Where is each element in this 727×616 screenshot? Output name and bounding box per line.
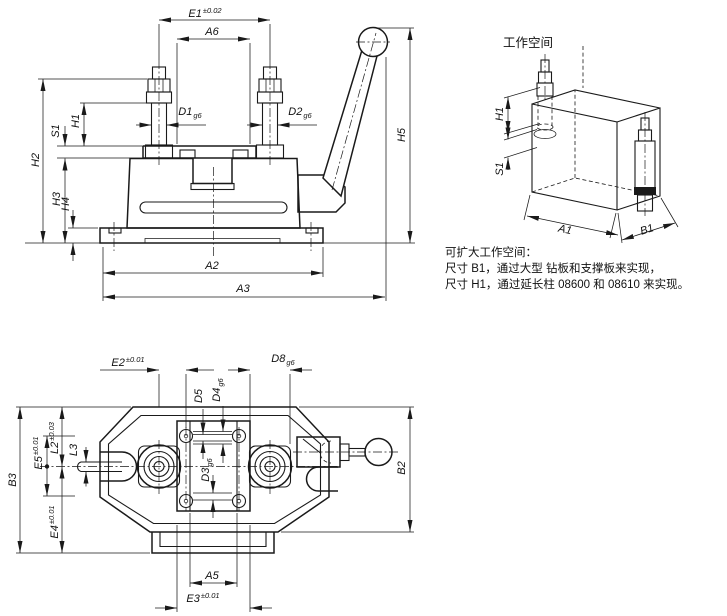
dim-label-l2: L2±0.03 bbox=[47, 422, 61, 454]
ws-dim-label-s1: S1 bbox=[494, 162, 506, 176]
dim-label-d8: D8g6 bbox=[271, 353, 295, 367]
dim-label-h2: H2 bbox=[30, 152, 42, 168]
workspace-pin-left bbox=[533, 54, 557, 139]
dim-label-d4: D4g6 bbox=[211, 378, 225, 402]
dim-label-a6: A6 bbox=[205, 26, 219, 38]
top-handle bbox=[296, 436, 393, 492]
clamping-lever bbox=[297, 26, 390, 213]
dim-label-h4: H4 bbox=[60, 196, 72, 212]
top-body-outline bbox=[99, 406, 330, 533]
workspace-title: 工作空间 bbox=[503, 36, 554, 50]
ws-dim-label-h1: H1 bbox=[494, 106, 506, 122]
top-dimensions bbox=[16, 367, 414, 612]
dim-label-b2: B2 bbox=[396, 461, 408, 475]
note-line-2: 尺寸 B1，通过大型 钻板和支撑板来实现， bbox=[445, 262, 661, 275]
support-plate bbox=[57, 145, 257, 159]
note-line-3: 尺寸 H1，通过延长柱 08600 和 08610 来实现。 bbox=[445, 278, 690, 291]
dim-label-a2: A2 bbox=[205, 260, 219, 272]
workspace-dimensions bbox=[503, 87, 679, 244]
front-centerlines bbox=[113, 60, 312, 256]
dim-label-e5: E5±0.01 bbox=[31, 436, 45, 470]
dim-label-e2: E2±0.01 bbox=[111, 355, 145, 369]
dim-label-e1: E1±0.02 bbox=[188, 6, 222, 20]
base-plate bbox=[99, 227, 324, 244]
dim-label-e4: E4±0.01 bbox=[47, 505, 61, 539]
dim-label-d1: D1g6 bbox=[178, 106, 202, 120]
workspace-box bbox=[531, 46, 661, 211]
dim-label-d5: D5 bbox=[193, 388, 205, 404]
dim-label-d3: D3g6 bbox=[200, 458, 214, 482]
dim-label-a3: A3 bbox=[236, 283, 250, 295]
dim-label-a5: A5 bbox=[205, 570, 219, 582]
dim-label-h5: H5 bbox=[396, 127, 408, 143]
front-view-drawing bbox=[25, 17, 415, 301]
dim-label-d2: D2g6 bbox=[288, 106, 312, 120]
workspace-note: 可扩大工作空间： 尺寸 B1，通过大型 钻板和支撑板来实现， 尺寸 H1，通过延… bbox=[445, 246, 727, 293]
dim-label-l3: L3 bbox=[68, 443, 80, 457]
lever-arm bbox=[322, 49, 378, 198]
dim-label-e3: E3±0.01 bbox=[186, 591, 220, 605]
note-line-1: 可扩大工作空间： bbox=[445, 247, 537, 259]
ws-dim-label-a1: A1 bbox=[557, 222, 573, 238]
dim-label-s1: S1 bbox=[50, 124, 62, 138]
workspace-pin-right bbox=[634, 112, 656, 216]
top-view-drawing bbox=[16, 367, 414, 612]
dim-label-h1: H1 bbox=[70, 113, 82, 129]
top-guide-tongue bbox=[151, 532, 275, 554]
dim-label-b3: B3 bbox=[7, 473, 19, 487]
front-dimensions bbox=[38, 17, 414, 301]
top-centerlines bbox=[40, 427, 400, 511]
workspace-view-drawing bbox=[503, 46, 679, 244]
